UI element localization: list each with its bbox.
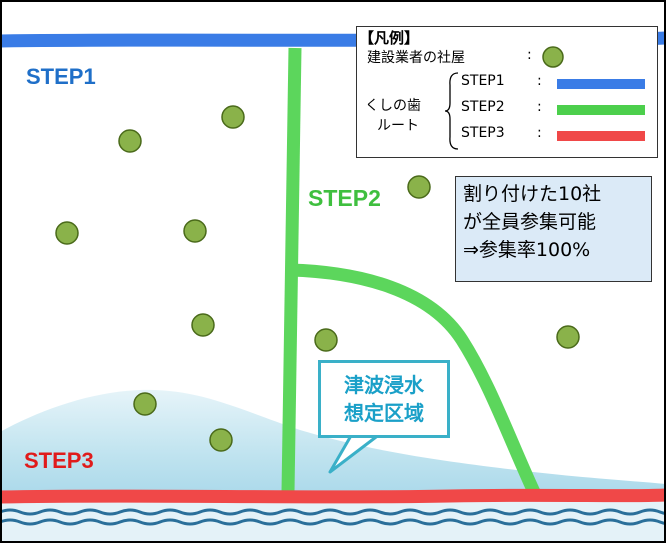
legend: 【凡例】 建設業者の社屋 : くしの歯 ルート STEP1 : STEP2 : … <box>356 26 658 158</box>
legend-title: 【凡例】 <box>359 29 420 47</box>
legend-route-step3: STEP3 <box>461 125 505 141</box>
legend-swatch-step3 <box>557 131 645 141</box>
tsunami-area-callout-line1: 津波浸水 <box>344 373 424 397</box>
participation-note: 割り付けた10社 が全員参集可能 ⇒参集率100% <box>455 176 652 282</box>
participation-note-line1: 割り付けた10社 <box>463 183 602 205</box>
legend-office-label: 建設業者の社屋 <box>367 50 465 66</box>
tsunami-area-callout: 津波浸水 想定区域 <box>318 360 450 438</box>
step1-label: STEP1 <box>26 64 96 89</box>
wave-line-1 <box>0 508 666 516</box>
legend-colon: : <box>537 73 542 89</box>
builder-office-marker <box>191 313 215 337</box>
builder-offices <box>55 105 580 452</box>
builder-office-marker <box>55 221 79 245</box>
legend-route-step1: STEP1 <box>461 73 505 89</box>
legend-office-icon <box>542 46 564 68</box>
wave-line-2 <box>0 518 666 526</box>
builder-office-marker <box>314 328 338 352</box>
builder-office-marker <box>183 219 207 243</box>
legend-brace <box>445 72 459 150</box>
participation-note-line2: が全員参集可能 <box>463 211 597 233</box>
builder-office-marker <box>133 392 157 416</box>
legend-swatch-step1 <box>557 79 645 89</box>
step2-label: STEP2 <box>308 185 381 211</box>
legend-colon: : <box>527 47 532 63</box>
legend-route-step2: STEP2 <box>461 99 505 115</box>
step3-route <box>0 488 666 504</box>
legend-colon: : <box>537 125 542 141</box>
builder-office-marker <box>118 129 142 153</box>
legend-group-label-1: くしの歯 <box>365 98 421 114</box>
tsunami-area <box>0 389 666 500</box>
participation-note-line3: ⇒参集率100% <box>463 239 591 261</box>
step3-label: STEP3 <box>24 448 94 473</box>
legend-group-label-2: ルート <box>377 118 419 134</box>
legend-colon: : <box>537 99 542 115</box>
step2-route-branch <box>289 263 540 495</box>
legend-swatch-step2 <box>557 105 645 115</box>
builder-office-marker <box>221 105 245 129</box>
tsunami-area-callout-line2: 想定区域 <box>344 401 424 425</box>
builder-office-marker <box>407 175 431 199</box>
builder-office-marker <box>209 428 233 452</box>
builder-office-marker <box>556 325 580 349</box>
